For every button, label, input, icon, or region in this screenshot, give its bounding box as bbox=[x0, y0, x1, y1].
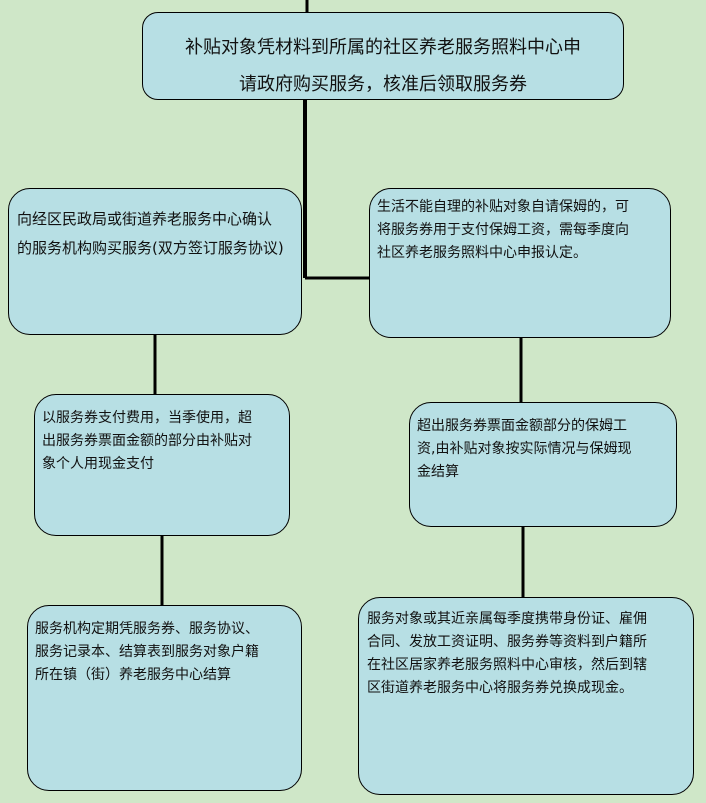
flow-node-right-1-text: 生活不能自理的补贴对象自请保姆的，可 将服务券用于支付保姆工资，需每季度向 社区… bbox=[377, 199, 629, 261]
flow-node-right-3: 服务对象或其近亲属每季度携带身份证、雇佣 合同、发放工资证明、服务券等资料到户籍… bbox=[358, 597, 694, 795]
flow-node-right-3-text: 服务对象或其近亲属每季度携带身份证、雇佣 合同、发放工资证明、服务券等资料到户籍… bbox=[367, 611, 647, 696]
flow-node-left-3: 服务机构定期凭服务券、服务协议、 服务记录本、结算表到服务对象户籍 所在镇（街）… bbox=[27, 605, 302, 791]
flow-node-left-1-text: 向经区民政局或街道养老服务中心确认 的服务机构购买服务(双方签订服务协议) bbox=[17, 210, 284, 257]
flow-node-right-1: 生活不能自理的补贴对象自请保姆的，可 将服务券用于支付保姆工资，需每季度向 社区… bbox=[369, 188, 671, 338]
flow-node-top: 补贴对象凭材料到所属的社区养老服务照料中心申 请政府购买服务，核准后领取服务券 bbox=[142, 12, 624, 100]
flow-node-right-2: 超出服务券票面金额部分的保姆工 资,由补贴对象按实际情况与保姆现 金结算 bbox=[409, 402, 677, 527]
flow-node-right-2-text: 超出服务券票面金额部分的保姆工 资,由补贴对象按实际情况与保姆现 金结算 bbox=[417, 418, 632, 480]
flow-node-left-2-text: 以服务券支付费用，当季使用，超 出服务券票面金额的部分由补贴对 象个人用现金支付 bbox=[42, 410, 252, 472]
flow-node-left-1: 向经区民政局或街道养老服务中心确认 的服务机构购买服务(双方签订服务协议) bbox=[8, 188, 302, 335]
flow-node-top-text: 补贴对象凭材料到所属的社区养老服务照料中心申 请政府购买服务，核准后领取服务券 bbox=[185, 37, 581, 95]
flow-node-left-3-text: 服务机构定期凭服务券、服务协议、 服务记录本、结算表到服务对象户籍 所在镇（街）… bbox=[35, 621, 259, 683]
flow-node-left-2: 以服务券支付费用，当季使用，超 出服务券票面金额的部分由补贴对 象个人用现金支付 bbox=[34, 394, 290, 536]
